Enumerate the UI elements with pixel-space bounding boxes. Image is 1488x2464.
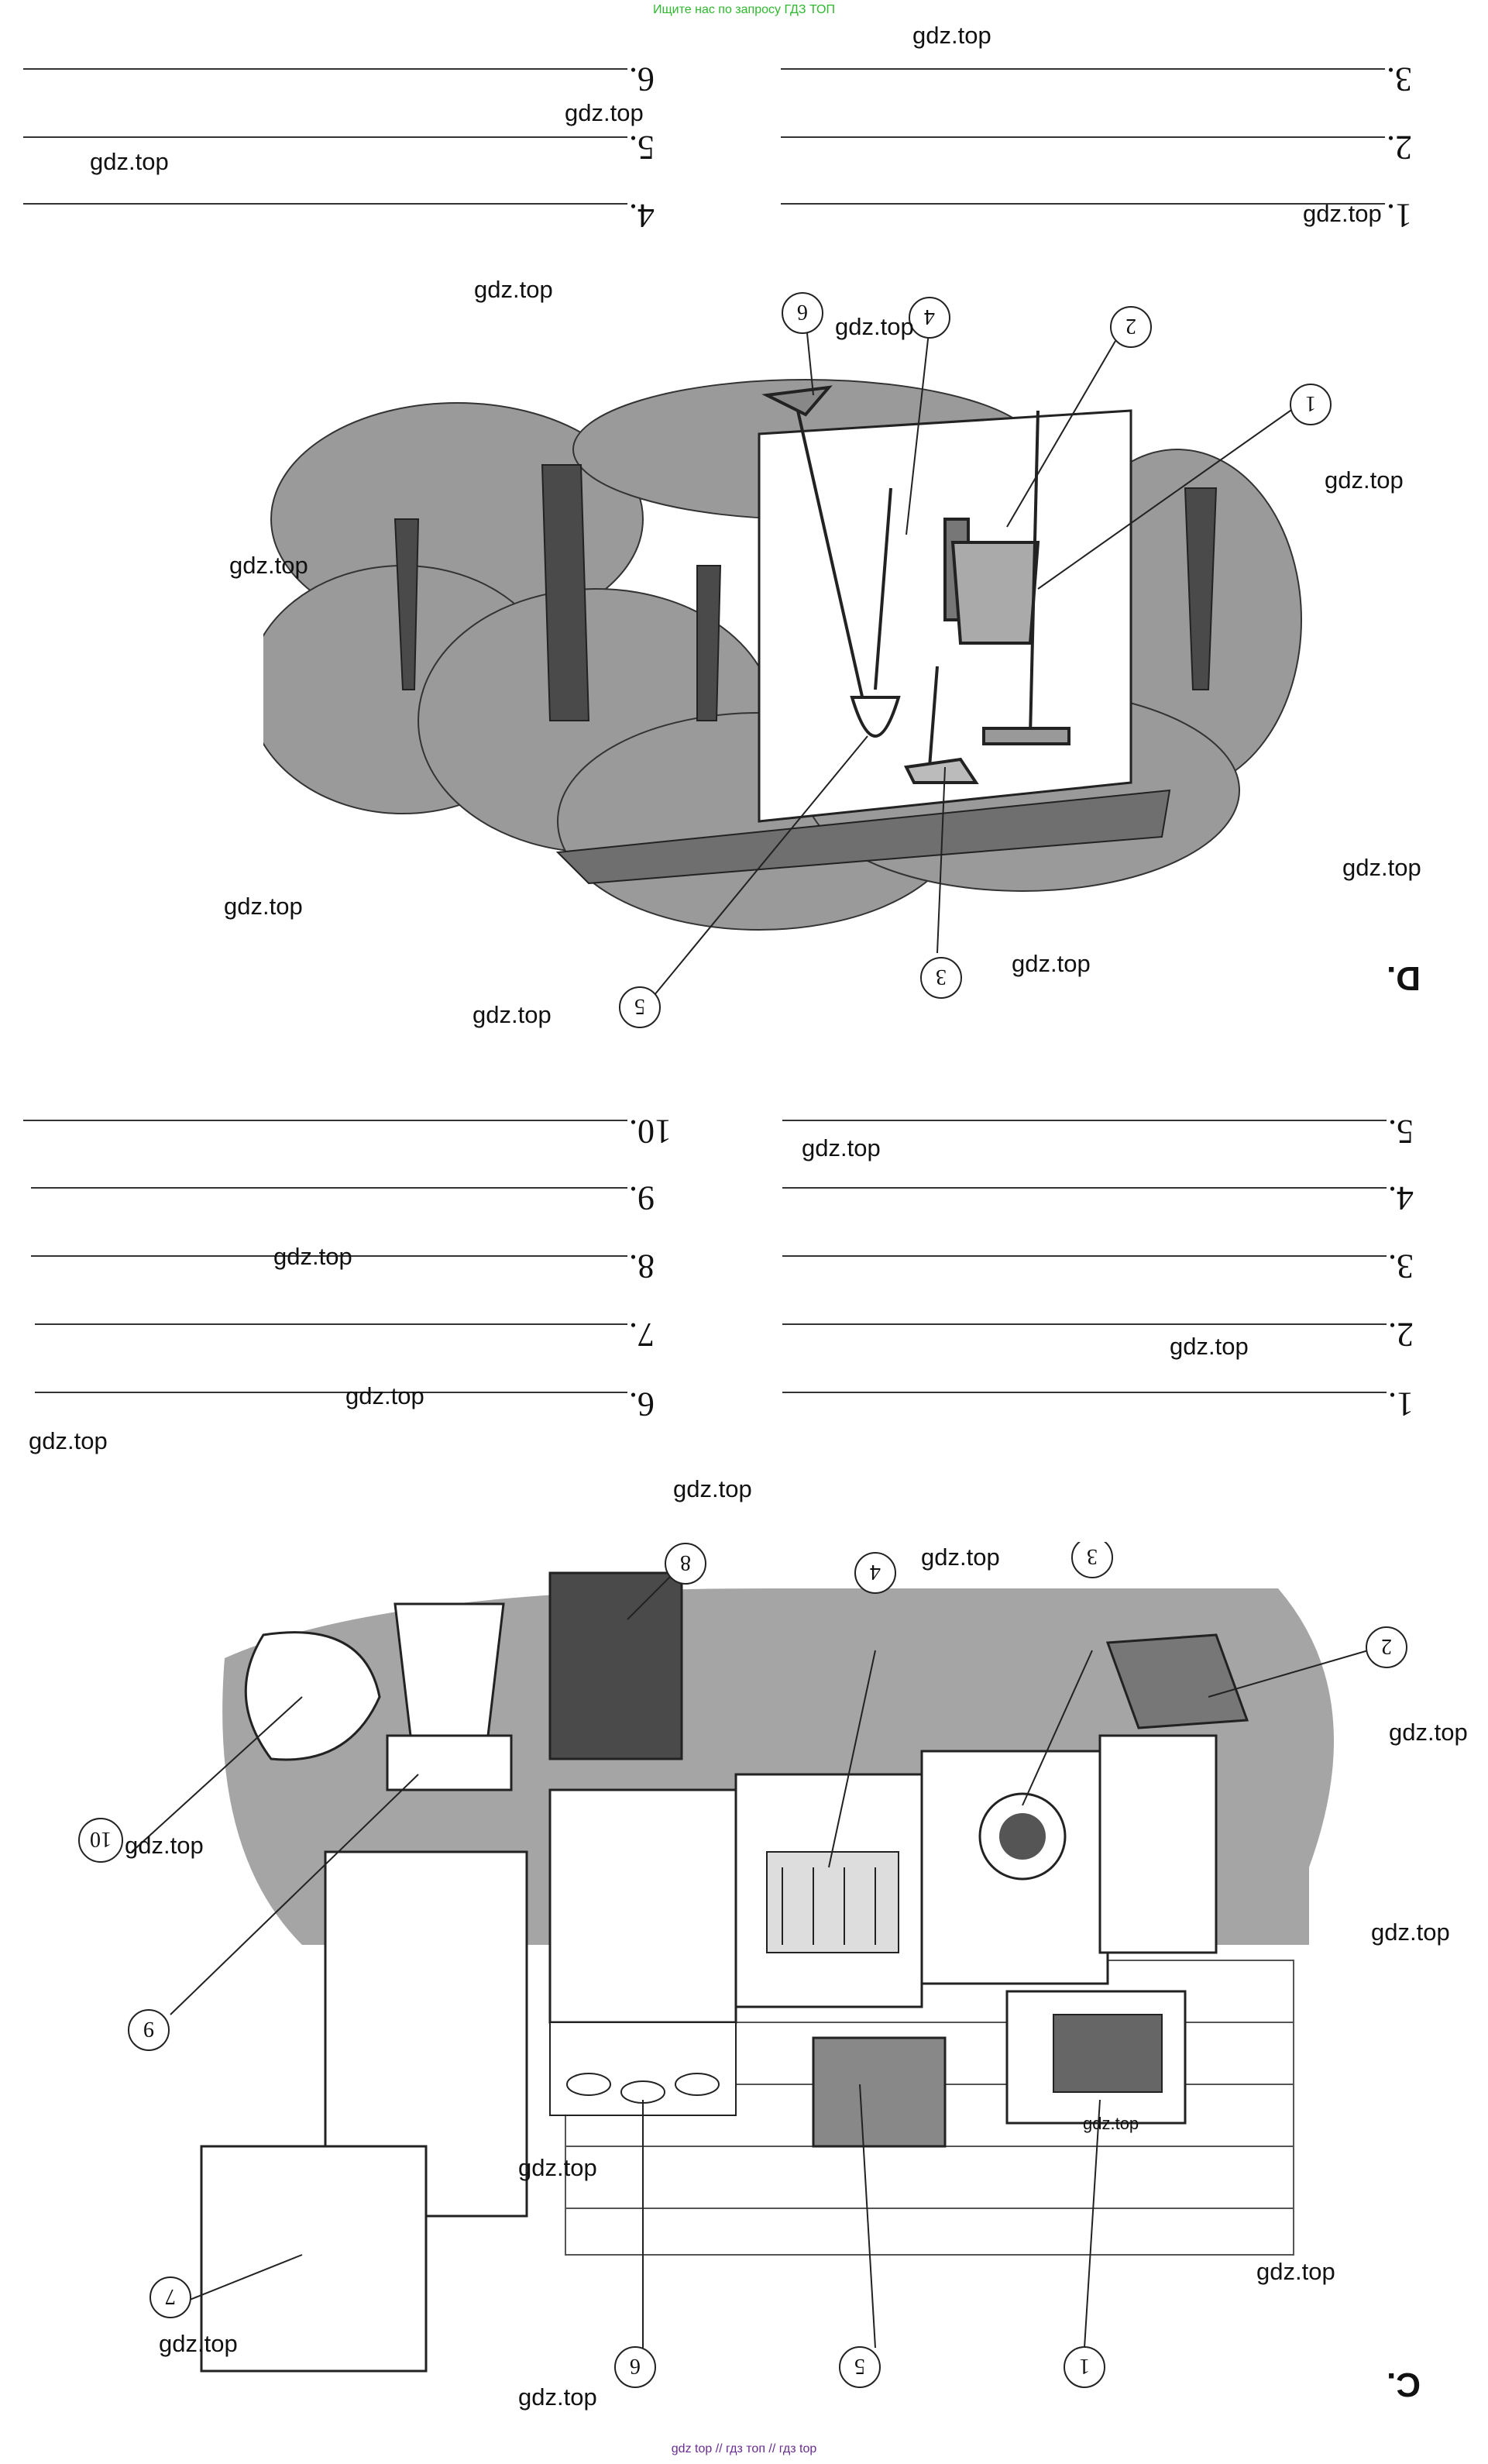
answer-line xyxy=(31,1187,627,1189)
watermark: gdz.top xyxy=(125,1832,204,1859)
marker-circle: 4 xyxy=(909,297,950,339)
answer-line xyxy=(781,68,1385,70)
watermark: gdz.top xyxy=(1325,466,1404,494)
marker-circle: 6 xyxy=(614,2346,656,2388)
watermark: gdz.top xyxy=(1170,1333,1249,1360)
answer-line xyxy=(782,1187,1387,1189)
watermark: gdz.top xyxy=(518,2383,597,2411)
marker-label: 6 xyxy=(797,300,808,324)
watermark: gdz.top xyxy=(1083,2114,1139,2133)
watermark: gdz.top xyxy=(224,893,303,920)
answer-line xyxy=(781,203,1385,205)
answer-label: 5. xyxy=(1388,1113,1414,1151)
answer-label: 6. xyxy=(629,60,655,98)
answer-label: 1. xyxy=(1388,1385,1414,1423)
answer-line xyxy=(23,136,627,138)
marker-label: 4 xyxy=(924,305,935,329)
answer-label: 9. xyxy=(629,1179,655,1217)
section-d-letter: D. xyxy=(1387,959,1421,997)
answer-line xyxy=(23,68,627,70)
section-c-letter: C. xyxy=(1387,2366,1421,2404)
marker-label: 3 xyxy=(1087,1544,1098,1568)
marker-label: 3 xyxy=(936,965,947,989)
garden-tools-illustration: 1 2 3 4 5 6 xyxy=(263,292,1332,1028)
marker-label: 4 xyxy=(870,1560,881,1584)
marker-circle: 2 xyxy=(1366,1626,1407,1668)
marker-label: 2 xyxy=(1125,314,1136,338)
answer-label: 3. xyxy=(1387,60,1412,98)
watermark: gdz.top xyxy=(29,1427,108,1454)
answer-label: 6. xyxy=(629,1385,655,1423)
answer-label: 2. xyxy=(1388,1316,1414,1354)
marker-label: 1 xyxy=(1305,391,1316,415)
answer-line xyxy=(35,1323,627,1325)
watermark: gdz.top xyxy=(159,2330,238,2357)
marker-circle: 3 xyxy=(1071,1542,1113,1578)
marker-label: 8 xyxy=(680,1550,691,1574)
marker-label: 5 xyxy=(854,2354,865,2378)
watermark: gdz.top xyxy=(473,1001,552,1028)
answer-label: 7. xyxy=(629,1316,655,1354)
answer-line xyxy=(23,203,627,205)
marker-circle: 9 xyxy=(128,2009,170,2051)
answer-label: 2. xyxy=(1387,129,1412,167)
marker-label: 1 xyxy=(1079,2354,1090,2378)
watermark: gdz.top xyxy=(1303,200,1382,227)
answer-label: 4. xyxy=(1388,1179,1414,1217)
kitchen-appliances-illustration: 1 2 3 4 5 6 7 8 9 10 xyxy=(78,1542,1407,2388)
marker-label: 9 xyxy=(143,2017,154,2041)
answer-line xyxy=(781,136,1385,138)
watermark: gdz.top xyxy=(273,1243,352,1270)
answer-line xyxy=(35,1392,627,1393)
answer-line xyxy=(23,1120,627,1121)
watermark: gdz.top xyxy=(921,1543,1000,1571)
marker-label: 5 xyxy=(634,994,645,1018)
answer-label: 3. xyxy=(1388,1247,1414,1285)
watermark: gdz.top xyxy=(474,276,553,303)
answer-label: 4. xyxy=(629,197,655,235)
watermark: gdz.top xyxy=(1371,1919,1450,1946)
marker-circle: 3 xyxy=(920,957,962,999)
watermark: gdz.top xyxy=(90,148,169,175)
marker-label: 6 xyxy=(630,2354,641,2378)
marker-circle: 5 xyxy=(839,2346,881,2388)
answer-label: 8. xyxy=(629,1247,655,1285)
marker-circle: 2 xyxy=(1110,306,1152,348)
watermark: gdz.top xyxy=(673,1475,752,1502)
marker-circle: 1 xyxy=(1290,384,1332,425)
watermark: gdz.top xyxy=(565,99,644,126)
marker-label: 2 xyxy=(1381,1634,1392,1658)
answer-line xyxy=(782,1392,1387,1393)
header-link[interactable]: Ищите нас по запросу ГДЗ ТОП xyxy=(653,3,835,16)
marker-circle: 10 xyxy=(78,1818,123,1863)
watermark: gdz.top xyxy=(345,1382,424,1409)
watermark: gdz.top xyxy=(518,2154,597,2181)
answer-label: 1. xyxy=(1387,197,1412,235)
marker-label: 7 xyxy=(165,2284,176,2308)
watermark: gdz.top xyxy=(802,1134,881,1161)
marker-circle: 1 xyxy=(1064,2346,1105,2388)
answer-line xyxy=(31,1255,627,1257)
answer-line xyxy=(782,1323,1387,1325)
marker-circle: 7 xyxy=(149,2276,191,2318)
answer-line xyxy=(782,1255,1387,1257)
marker-circle: 6 xyxy=(782,292,823,334)
marker-circle: 8 xyxy=(665,1543,706,1585)
marker-circle: 5 xyxy=(619,986,661,1028)
answer-label: 5. xyxy=(629,129,655,167)
watermark: gdz.top xyxy=(1256,2258,1335,2285)
watermark: gdz.top xyxy=(1012,950,1091,977)
marker-label: 10 xyxy=(90,1827,112,1851)
answer-line xyxy=(782,1120,1387,1121)
watermark: gdz.top xyxy=(912,22,991,49)
answer-label: 10. xyxy=(629,1113,672,1151)
watermark: gdz.top xyxy=(229,552,308,579)
watermark: gdz.top xyxy=(1389,1719,1468,1746)
watermark: gdz.top xyxy=(1342,854,1421,881)
watermark: gdz.top xyxy=(835,313,914,340)
footer-link[interactable]: gdz top // гдз топ // гдз top xyxy=(671,2442,817,2455)
marker-circle: 4 xyxy=(854,1552,896,1594)
